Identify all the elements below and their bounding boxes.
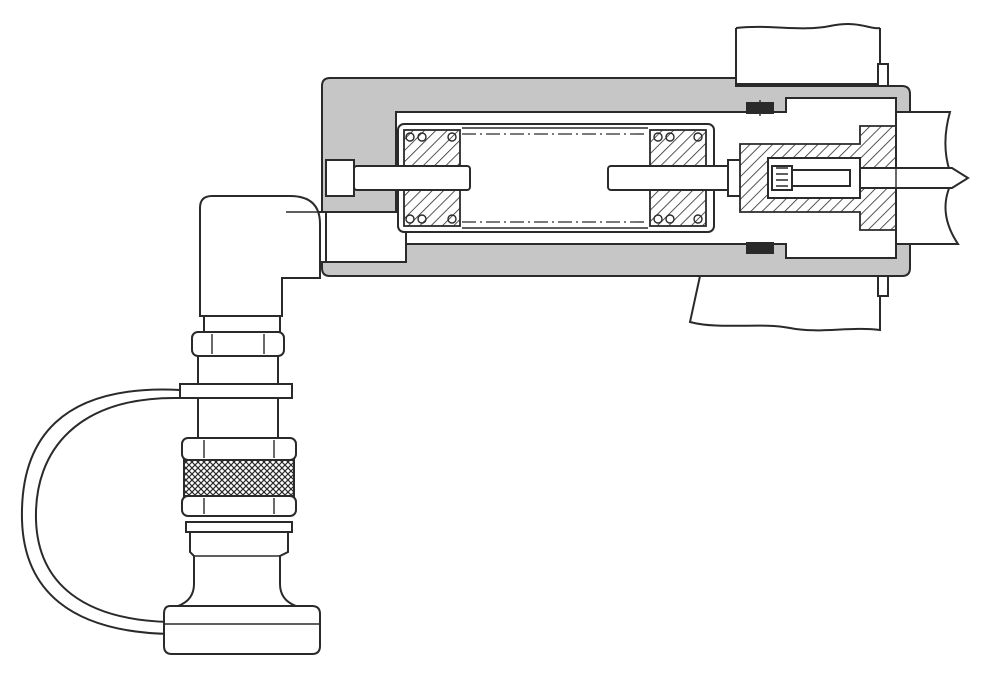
mounting-wall	[688, 23, 889, 332]
knurled-coupling	[181, 437, 297, 533]
knurl-grip	[183, 459, 295, 497]
valve-head	[727, 111, 970, 245]
coupling-hex-top	[181, 437, 297, 461]
elbow-connector	[199, 195, 327, 333]
wall-clip-top	[877, 63, 889, 89]
rod-left	[353, 165, 471, 191]
rear-plug	[325, 159, 355, 197]
cable-clamp	[20, 383, 293, 635]
coil-assembly	[353, 123, 731, 233]
coupling-hex-bottom	[181, 495, 297, 517]
base-fitting	[163, 531, 321, 655]
seal-bottom	[746, 242, 774, 254]
rod-right	[607, 165, 731, 191]
nozzle-tip	[859, 167, 970, 189]
coupling-washer	[185, 521, 293, 533]
upper-nut	[191, 331, 285, 385]
